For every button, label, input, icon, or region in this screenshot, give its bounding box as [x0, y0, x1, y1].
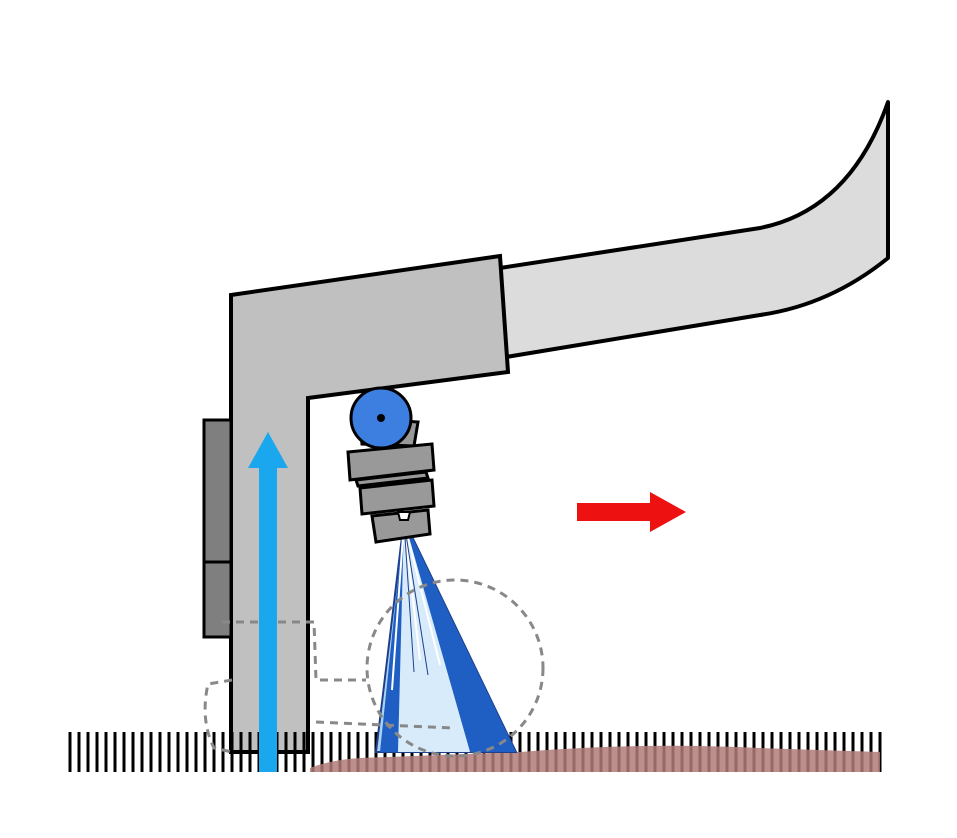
- dashed-spray-zone-circle: [365, 578, 545, 758]
- pipe-extension: [498, 100, 890, 360]
- spray-nozzle: [346, 386, 436, 544]
- side-block-lower: [202, 560, 233, 639]
- spray-cone: [374, 516, 518, 753]
- up-arrow-icon: [248, 432, 288, 772]
- soil-layer: [310, 745, 880, 772]
- right-arrow-icon: [577, 492, 686, 532]
- side-block-upper: [202, 418, 233, 564]
